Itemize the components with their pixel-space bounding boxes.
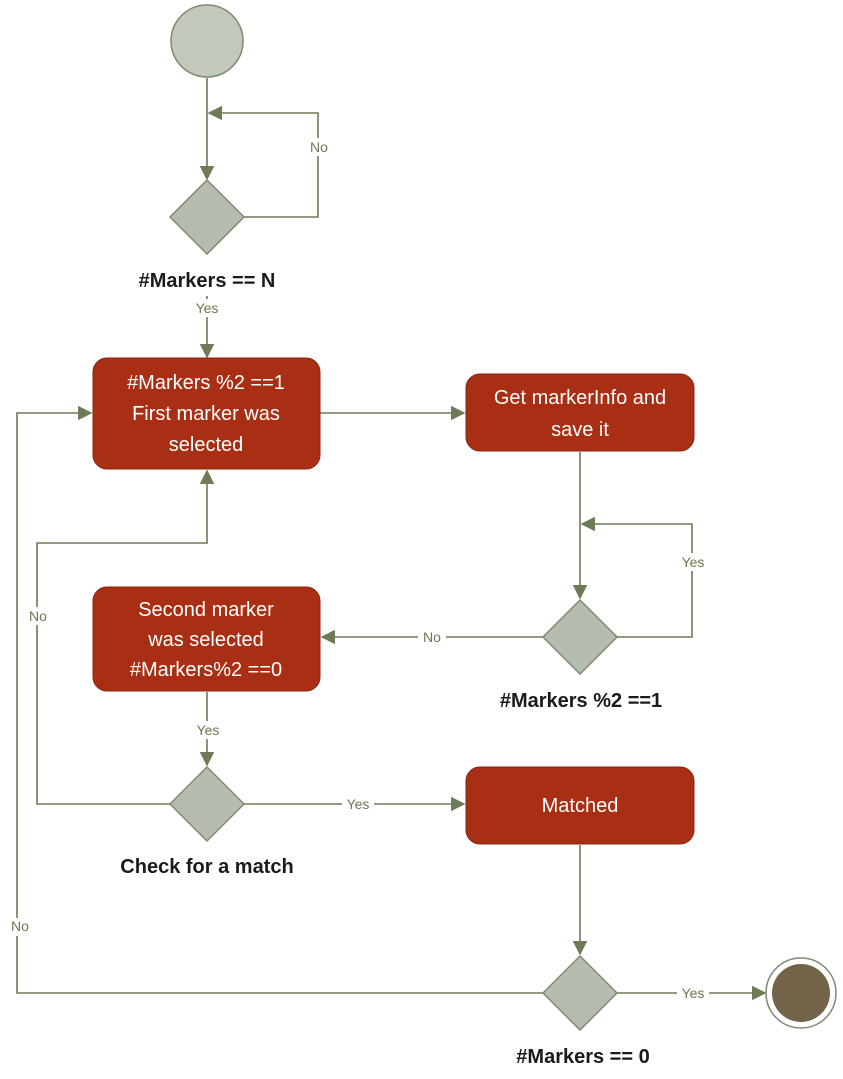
action-first-marker-line-1: #Markers %2 ==1 [127,372,285,394]
edge-label-zero-yes: Yes [682,985,705,1001]
decision-markers-n [168,178,246,256]
action-get-markerinfo-line-2: save it [551,419,609,441]
action-first-marker: #Markers %2 ==1 First marker was selecte… [92,357,321,470]
edge-label-odd-yes: Yes [682,554,705,570]
edge-match-no [36,469,215,805]
action-get-markerinfo: Get markerInfo and save it [465,373,695,452]
edge-label-second-yes: Yes [197,722,220,738]
action-second-marker-line-3: #Markers%2 ==0 [130,659,282,681]
edge-markers-n-no-loop [207,105,319,218]
edge-odd-yes-loop [580,516,693,638]
action-second-marker-line-1: Second marker [138,599,274,621]
action-matched-label: Matched [542,795,619,817]
edge-label-zero-no: No [11,918,29,934]
edge-label-loop-n-no: No [310,139,328,155]
start-node [170,4,244,78]
action-matched: Matched [465,766,695,845]
action-second-marker-line-2: was selected [147,629,264,651]
decision-markers-n-label: #Markers == N [139,270,276,292]
edge-label-match-yes: Yes [347,796,370,812]
decision-check-match [168,765,246,843]
edge-zero-no [16,405,543,994]
edge-label-match-no: No [29,608,47,624]
action-first-marker-line-2: First marker was [132,403,280,425]
decision-check-match-label: Check for a match [120,856,293,878]
action-get-markerinfo-line-1: Get markerInfo and [494,387,666,409]
action-second-marker: Second marker was selected #Markers%2 ==… [92,586,321,692]
edge-labels: No Yes Yes No Yes No Yes No Yes [7,138,709,1003]
decision-markers-odd-label: #Markers %2 ==1 [500,690,662,712]
edge-label-n-yes: Yes [196,300,219,316]
action-first-marker-line-3: selected [169,434,244,456]
end-node [765,957,837,1029]
edge-label-odd-no: No [423,629,441,645]
decision-markers-zero [541,954,619,1032]
decision-markers-zero-label: #Markers == 0 [516,1046,649,1068]
decision-markers-odd [541,598,619,676]
